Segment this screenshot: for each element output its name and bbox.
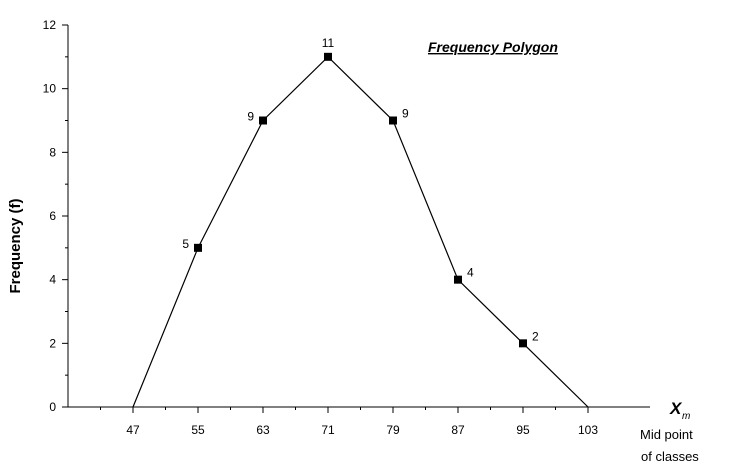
data-point-label: 5 bbox=[182, 237, 189, 251]
data-point-label: 2 bbox=[532, 329, 539, 343]
data-point-marker bbox=[194, 243, 202, 252]
y-axis-title: Frequency (f) bbox=[7, 198, 24, 293]
data-point-label: 9 bbox=[247, 110, 254, 124]
data-markers bbox=[194, 52, 527, 348]
data-point-marker bbox=[454, 275, 462, 284]
x-tick-label: 95 bbox=[516, 423, 530, 437]
data-point-marker bbox=[259, 116, 267, 125]
x-tick-label: 63 bbox=[256, 423, 270, 437]
y-tick-label: 12 bbox=[43, 18, 57, 32]
y-tick-label: 0 bbox=[49, 400, 56, 414]
data-point-label: 11 bbox=[322, 36, 335, 50]
axes bbox=[67, 25, 650, 408]
data-point-label: 9 bbox=[402, 107, 409, 121]
data-point-marker bbox=[389, 116, 397, 125]
data-labels: 5 9 11 9 4 2 bbox=[182, 36, 539, 344]
x-axis-note-line-1: Mid point bbox=[640, 427, 693, 442]
x-ticks: 47 55 63 71 79 87 95 103 bbox=[100, 407, 598, 437]
y-tick-label: 4 bbox=[49, 273, 56, 287]
series-line bbox=[132, 55, 589, 408]
y-tick-label: 8 bbox=[49, 145, 56, 159]
x-tick-label: 103 bbox=[578, 423, 598, 437]
chart-title: Frequency Polygon bbox=[428, 39, 558, 55]
x-tick-label: 79 bbox=[386, 423, 400, 437]
data-point-marker bbox=[324, 52, 332, 61]
x-axis-symbol: X bbox=[669, 399, 683, 418]
y-tick-label: 6 bbox=[49, 209, 56, 223]
x-axis-note-line-2: of classes bbox=[641, 449, 699, 464]
y-ticks: 0 2 4 6 8 10 12 bbox=[43, 18, 68, 414]
y-tick-label: 10 bbox=[43, 82, 57, 96]
x-tick-label: 71 bbox=[321, 423, 335, 437]
frequency-line bbox=[132, 55, 589, 408]
x-tick-label: 55 bbox=[191, 423, 205, 437]
x-tick-label: 87 bbox=[451, 423, 465, 437]
y-tick-label: 2 bbox=[49, 336, 56, 350]
x-tick-label: 47 bbox=[126, 423, 140, 437]
data-point-label: 4 bbox=[467, 266, 474, 280]
data-point-marker bbox=[519, 339, 527, 348]
x-axis-symbol-subscript: m bbox=[682, 411, 690, 422]
